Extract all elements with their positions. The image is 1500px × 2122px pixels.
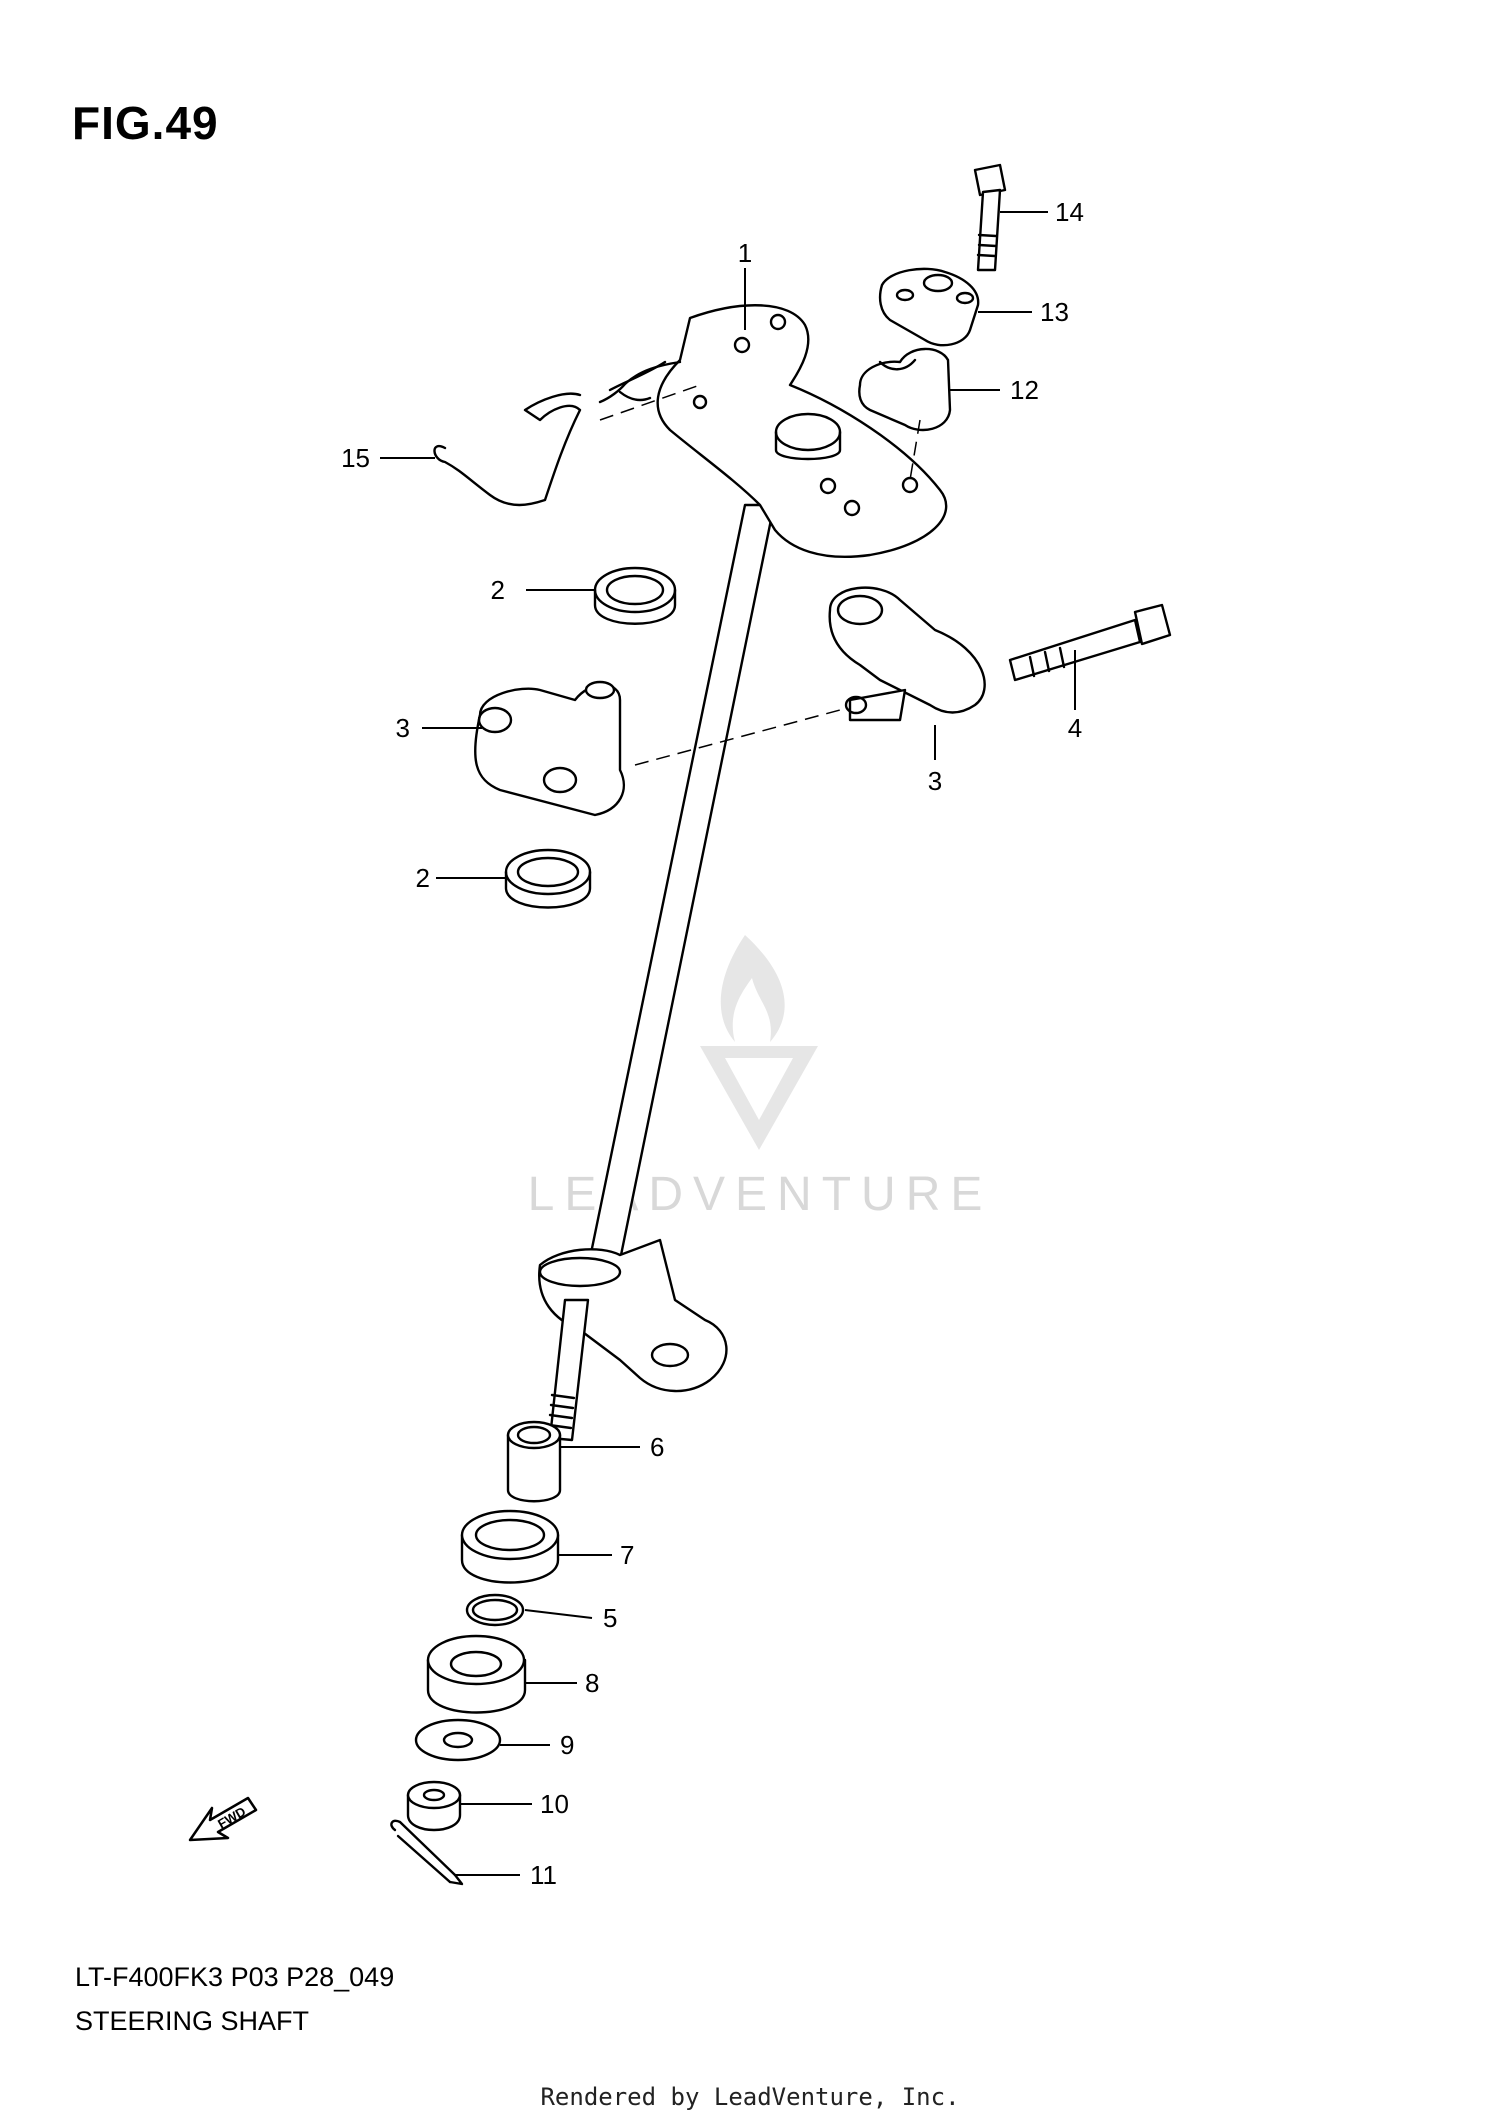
washer: [414, 1718, 502, 1762]
bushing: [506, 1420, 562, 1503]
fwd-arrow-icon: FWD: [188, 1796, 258, 1842]
steering-shaft: [538, 304, 948, 1442]
v-watermark-icon: [700, 1046, 818, 1150]
seal-lower: [504, 848, 592, 909]
watermark-text: LEADVENTURE: [528, 1168, 993, 1221]
callout-11: 11: [530, 1860, 557, 1890]
callout-2-lower: 2: [416, 863, 430, 893]
o-ring: [465, 1593, 525, 1627]
bearing-seal: [460, 1509, 560, 1584]
callout-13: 13: [1040, 297, 1069, 327]
bearing: [426, 1634, 527, 1714]
callout-7: 7: [620, 1540, 634, 1570]
nut: [406, 1780, 462, 1832]
bolt-14: [973, 163, 1007, 272]
callout-14: 14: [1055, 197, 1084, 227]
callout-2-upper: 2: [491, 575, 505, 605]
callouts: 1 2 2 3 3 4 5 6 7 8 9 10 11 12 13 14 15: [341, 197, 1084, 1890]
callout-15: 15: [341, 443, 370, 473]
watermark: LEADVENTURE: [528, 935, 993, 1221]
seal-upper: [593, 566, 677, 625]
cotter-pin: [390, 1819, 464, 1886]
callout-3-left: 3: [396, 713, 410, 743]
callout-6: 6: [650, 1432, 664, 1462]
assembly-lines: [599, 384, 921, 766]
callout-3-right: 3: [928, 766, 942, 796]
callout-1: 1: [738, 238, 752, 268]
callout-leaders: [380, 211, 1076, 1876]
callout-5: 5: [603, 1603, 617, 1633]
holder-right: [828, 586, 986, 722]
callout-4: 4: [1068, 713, 1082, 743]
callout-12: 12: [1010, 375, 1039, 405]
holder-left: [473, 680, 625, 817]
handlebar-holder-upper: [878, 267, 980, 347]
model-code: LT-F400FK3 P03 P28_049: [75, 1962, 395, 1992]
figure-title: FIG.49: [72, 97, 219, 149]
rendered-by-text: Rendered by LeadVenture, Inc.: [540, 2083, 960, 2111]
handlebar-holder-lower: [858, 347, 952, 432]
callout-10: 10: [540, 1789, 569, 1819]
bolt-4: [1008, 603, 1172, 682]
flame-watermark-icon: [720, 935, 785, 1042]
figure-name: STEERING SHAFT: [75, 2006, 310, 2036]
wire-clip: [433, 360, 682, 507]
callout-8: 8: [585, 1668, 599, 1698]
callout-9: 9: [560, 1730, 574, 1760]
